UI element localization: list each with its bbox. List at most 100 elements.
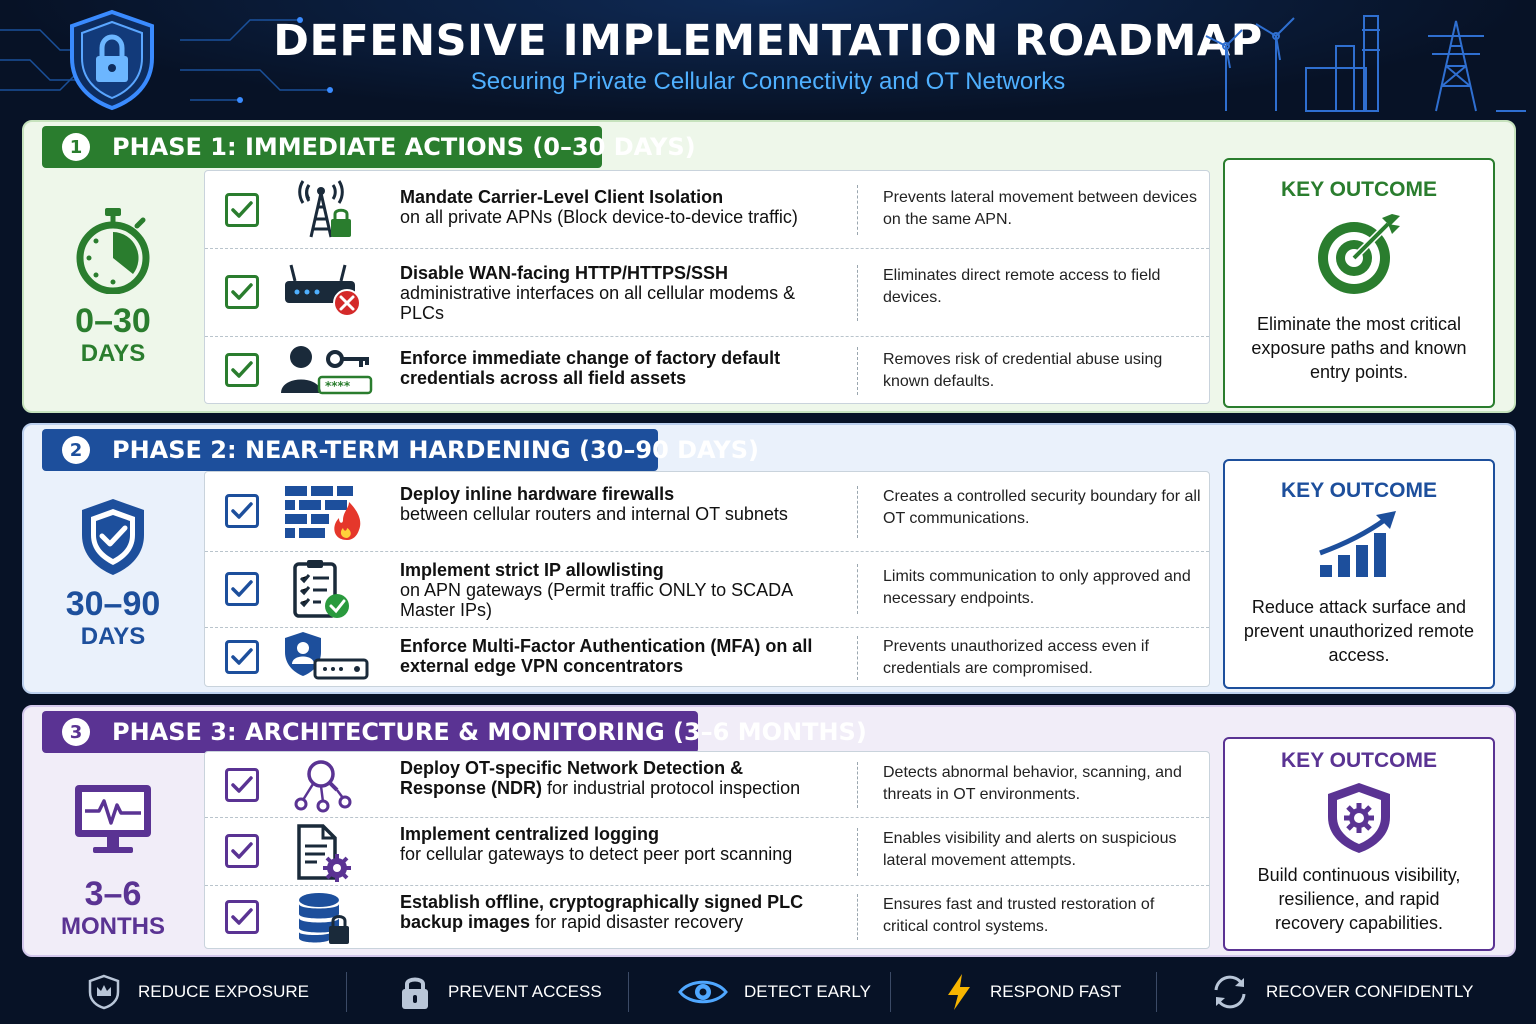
checkbox-checked[interactable] bbox=[225, 572, 259, 606]
phase-number-badge: 2 bbox=[62, 436, 90, 464]
footer-label: RECOVER CONFIDENTLY bbox=[1266, 982, 1474, 1001]
footer-item-detect-early: DETECT EARLY bbox=[678, 974, 871, 1010]
outcome-text: Reduce attack surface and prevent unauth… bbox=[1243, 597, 1475, 665]
footer-label: REDUCE EXPOSURE bbox=[138, 982, 309, 1001]
action-text: Deploy OT-specific Network Detection & R… bbox=[400, 758, 801, 798]
phase-title: PHASE 1: IMMEDIATE ACTIONS (0–30 DAYS) bbox=[112, 133, 696, 161]
refresh-icon bbox=[1214, 975, 1246, 1009]
check-icon bbox=[231, 580, 253, 597]
check-icon bbox=[231, 201, 253, 218]
page-subtitle: Securing Private Cellular Connectivity a… bbox=[470, 68, 1066, 95]
timeframe-unit: DAYS bbox=[80, 340, 146, 367]
checkbox-checked[interactable] bbox=[225, 193, 259, 227]
footer-divider bbox=[1156, 972, 1157, 1012]
impact-text: Prevents unauthorized access even if cre… bbox=[883, 638, 1149, 677]
circuit-lines-icon bbox=[0, 17, 333, 103]
impact-text: Limits communication to only approved an… bbox=[883, 568, 1191, 607]
checkbox-checked[interactable] bbox=[225, 640, 259, 674]
user-shield-device-icon bbox=[285, 632, 369, 680]
page-title: DEFENSIVE IMPLEMENTATION ROADMAP bbox=[273, 16, 1263, 66]
phase-3-tab: 3 PHASE 3: ARCHITECTURE & MONITORING (3–… bbox=[42, 711, 867, 753]
shield-lock-icon bbox=[70, 9, 154, 111]
table-row: **** Enforce immediate change of factory… bbox=[205, 337, 1209, 403]
impact-text: Ensures fast and trusted restoration of … bbox=[883, 896, 1155, 935]
outcome-title: KEY OUTCOME bbox=[1281, 178, 1437, 201]
shield-gear-icon bbox=[1328, 783, 1390, 853]
footer-pillars: REDUCE EXPOSURE PREVENT ACCESS DETECT EA… bbox=[0, 960, 1536, 1024]
footer-divider bbox=[346, 972, 347, 1012]
footer-label: DETECT EARLY bbox=[744, 982, 871, 1001]
phase-3-panel: 3 PHASE 3: ARCHITECTURE & MONITORING (3–… bbox=[22, 705, 1516, 957]
industrial-skyline-icon bbox=[1205, 15, 1526, 112]
phase-timeframe: 0–30 DAYS bbox=[24, 206, 202, 368]
checkbox-checked[interactable] bbox=[225, 834, 259, 868]
cell-tower-lock-icon bbox=[298, 180, 351, 238]
shield-crown-icon bbox=[88, 974, 120, 1010]
column-divider bbox=[857, 762, 858, 808]
impact-text: Creates a controlled security boundary f… bbox=[883, 488, 1201, 527]
phase-timeframe: 3–6 MONTHS bbox=[24, 781, 202, 941]
phase-2-panel: 2 PHASE 2: NEAR-TERM HARDENING (30–90 DA… bbox=[22, 423, 1516, 694]
key-outcome-card: KEY OUTCOME Reduce attack surface and pr… bbox=[1223, 459, 1495, 689]
column-divider bbox=[857, 564, 858, 614]
target-icon bbox=[1318, 214, 1400, 294]
footer-item-prevent-access: PREVENT ACCESS bbox=[398, 974, 602, 1010]
footer-item-recover-confidently: RECOVER CONFIDENTLY bbox=[1210, 974, 1474, 1010]
impact-text: Enables visibility and alerts on suspici… bbox=[883, 830, 1177, 869]
eye-icon bbox=[678, 980, 728, 1004]
checkbox-checked[interactable] bbox=[225, 900, 259, 934]
column-divider bbox=[857, 265, 858, 321]
phase-title: PHASE 2: NEAR-TERM HARDENING (30–90 DAYS… bbox=[112, 436, 759, 464]
network-search-icon bbox=[294, 760, 352, 813]
check-icon bbox=[231, 842, 253, 859]
table-row: Enforce Multi-Factor Authentication (MFA… bbox=[205, 628, 1209, 686]
shield-check-icon bbox=[82, 499, 144, 575]
checkbox-checked[interactable] bbox=[225, 494, 259, 528]
log-document-gear-icon bbox=[297, 824, 351, 882]
action-text: Enforce Multi-Factor Authentication (MFA… bbox=[400, 636, 813, 676]
firewall-icon bbox=[285, 486, 361, 540]
phase-actions-table: Deploy OT-specific Network Detection & R… bbox=[204, 751, 1210, 949]
checkbox-checked[interactable] bbox=[225, 275, 259, 309]
svg-text:****: **** bbox=[325, 379, 351, 393]
action-text: Establish offline, cryptographically sig… bbox=[400, 892, 804, 932]
database-lock-icon bbox=[299, 893, 349, 944]
checklist-icon bbox=[293, 560, 349, 618]
table-row: Establish offline, cryptographically sig… bbox=[205, 886, 1209, 948]
checkbox-checked[interactable] bbox=[225, 353, 259, 387]
column-divider bbox=[857, 636, 858, 680]
phase-1-panel: 1 PHASE 1: IMMEDIATE ACTIONS (0–30 DAYS)… bbox=[22, 120, 1516, 413]
checkbox-checked[interactable] bbox=[225, 768, 259, 802]
timeframe-unit: DAYS bbox=[80, 623, 146, 650]
bar-chart-growth-icon bbox=[1319, 511, 1396, 577]
header: DEFENSIVE IMPLEMENTATION ROADMAP Securin… bbox=[0, 0, 1536, 118]
impact-text: Removes risk of credential abuse using k… bbox=[883, 351, 1163, 390]
check-icon bbox=[231, 648, 253, 665]
phase-2-tab: 2 PHASE 2: NEAR-TERM HARDENING (30–90 DA… bbox=[42, 429, 759, 471]
check-icon bbox=[231, 908, 253, 925]
check-icon bbox=[231, 283, 253, 300]
phase-number-badge: 3 bbox=[62, 718, 90, 746]
timeframe-value: 30–90 bbox=[65, 585, 161, 623]
impact-text: Detects abnormal behavior, scanning, and… bbox=[883, 764, 1182, 803]
outcome-text: Eliminate the most critical exposure pat… bbox=[1251, 314, 1467, 382]
column-divider bbox=[857, 894, 858, 940]
check-icon bbox=[231, 502, 253, 519]
timeframe-unit: MONTHS bbox=[61, 913, 165, 940]
column-divider bbox=[857, 486, 858, 538]
impact-text: Prevents lateral movement between device… bbox=[883, 189, 1197, 228]
stopwatch-icon bbox=[76, 208, 150, 294]
timeframe-value: 0–30 bbox=[75, 302, 151, 340]
router-blocked-icon bbox=[285, 264, 361, 317]
outcome-title: KEY OUTCOME bbox=[1281, 749, 1437, 772]
